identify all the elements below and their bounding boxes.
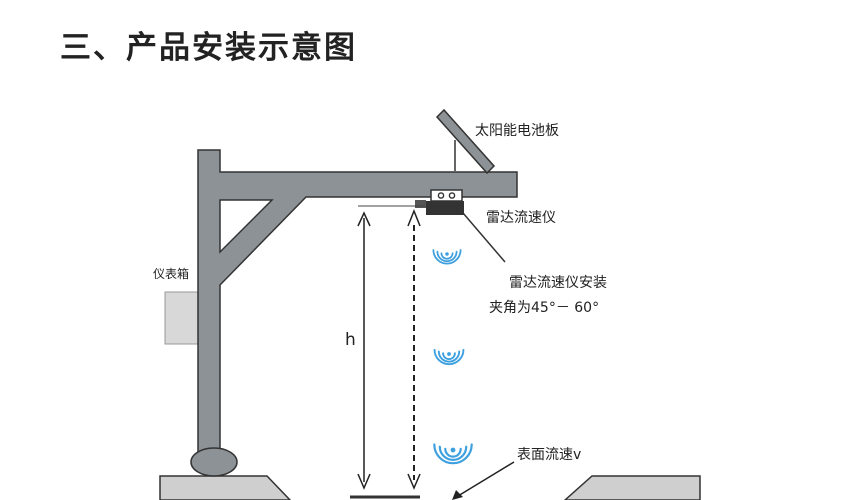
gantry-pole [197, 149, 518, 456]
install-angle-label-line1: 雷达流速仪安装 [509, 275, 607, 291]
radar-sensor-lens-right [448, 192, 456, 199]
radar-sensor-top [430, 189, 463, 202]
height-dimension [357, 211, 371, 490]
radar-wave-icon [432, 249, 462, 265]
surface-velocity-label: 表面流速v [517, 447, 581, 463]
pole-base [190, 447, 238, 477]
radar-sensor [426, 201, 464, 215]
solar-panel [435, 108, 496, 175]
radar-sensor-label: 雷达流速仪 [486, 210, 556, 226]
radar-callout-line [462, 212, 506, 263]
left-riverbank [159, 475, 292, 500]
velocity-callout-line [457, 461, 515, 497]
radar-beam-dashed [407, 208, 421, 490]
right-riverbank [563, 475, 701, 500]
radar-sensor-lens-left [437, 192, 445, 199]
instrument-box [164, 291, 202, 345]
solar-panel-label: 太阳能电池板 [475, 123, 559, 139]
instrument-box-label: 仪表箱 [153, 266, 189, 281]
page-title: 三、产品安装示意图 [60, 30, 357, 66]
radar-mount [415, 200, 426, 208]
arrow-icon [452, 490, 463, 500]
radar-wave-icon [433, 348, 465, 366]
radar-wave-icon [433, 443, 473, 465]
install-angle-label-line2: 夹角为45°－ 60° [489, 300, 599, 316]
height-label: h [345, 330, 356, 350]
